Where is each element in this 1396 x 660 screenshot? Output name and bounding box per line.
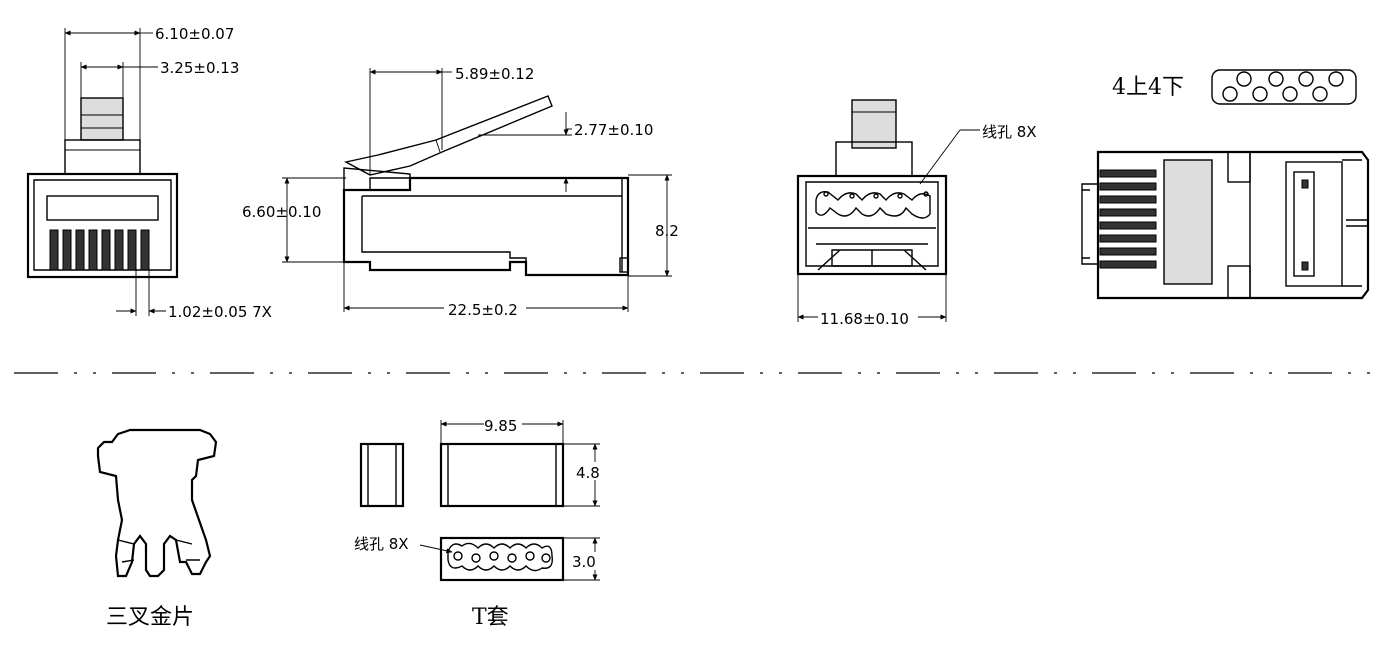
- side-view: 5.89±0.12 2.77±0.10 6.60±0.10 8.2 22.5±0…: [242, 65, 679, 319]
- top-view-contacts: [1099, 169, 1157, 269]
- arrangement-legend: 4上4下: [1112, 69, 1357, 105]
- rear-body: [796, 174, 948, 276]
- t-sleeve-end-view: [359, 442, 405, 508]
- dim-tsleeve-length: 9.85: [484, 417, 517, 435]
- rear-wire-holes-label: 线孔 8X: [982, 123, 1037, 141]
- t-sleeve-drawing: 9.85 4.8 3.0 线孔 8X: [354, 416, 602, 582]
- top-view: [1081, 150, 1370, 300]
- t-sleeve-hole-view: [439, 536, 565, 582]
- side-body: [342, 176, 630, 277]
- t-sleeve-wire-holes: [447, 542, 553, 572]
- rear-view: 线孔 8X 11.68±0.10: [796, 99, 1037, 328]
- dim-rear-width: 11.68±0.10: [820, 310, 909, 328]
- rear-latch: [851, 99, 897, 149]
- front-view: 6.10±0.07 3.25±0.13 1.02±0.05 7X: [26, 25, 272, 321]
- arrangement-caption: 4上4下: [1112, 75, 1184, 100]
- dim-front-pin-pitch: 1.02±0.05 7X: [168, 303, 272, 321]
- three-fork-contact-drawing: [96, 428, 218, 578]
- side-latch-arm: [344, 95, 553, 176]
- front-contact-pins: [49, 229, 150, 271]
- three-fork-contact-caption: 三叉金片: [106, 605, 194, 630]
- front-latch: [80, 97, 124, 141]
- tsleeve-wire-holes-label: 线孔 8X: [354, 535, 409, 553]
- dim-side-length: 22.5±0.2: [448, 301, 518, 319]
- front-body: [26, 172, 179, 279]
- dim-side-latch-offset: 5.89±0.12: [455, 65, 534, 83]
- t-sleeve-side-view: [439, 442, 565, 508]
- t-sleeve-caption: T套: [472, 605, 509, 630]
- arrangement-outline: [1211, 69, 1357, 105]
- rear-wire-holes: [815, 190, 931, 219]
- dim-side-total-height: 8.2: [655, 222, 679, 240]
- dim-tsleeve-height: 4.8: [576, 464, 600, 482]
- dim-side-body-height: 6.60±0.10: [242, 203, 321, 221]
- dim-side-latch-height: 2.77±0.10: [574, 121, 653, 139]
- dim-tsleeve-hole-height: 3.0: [572, 553, 596, 571]
- dim-front-overall-width: 6.10±0.07: [155, 25, 234, 43]
- dim-front-latch-width: 3.25±0.13: [160, 59, 239, 77]
